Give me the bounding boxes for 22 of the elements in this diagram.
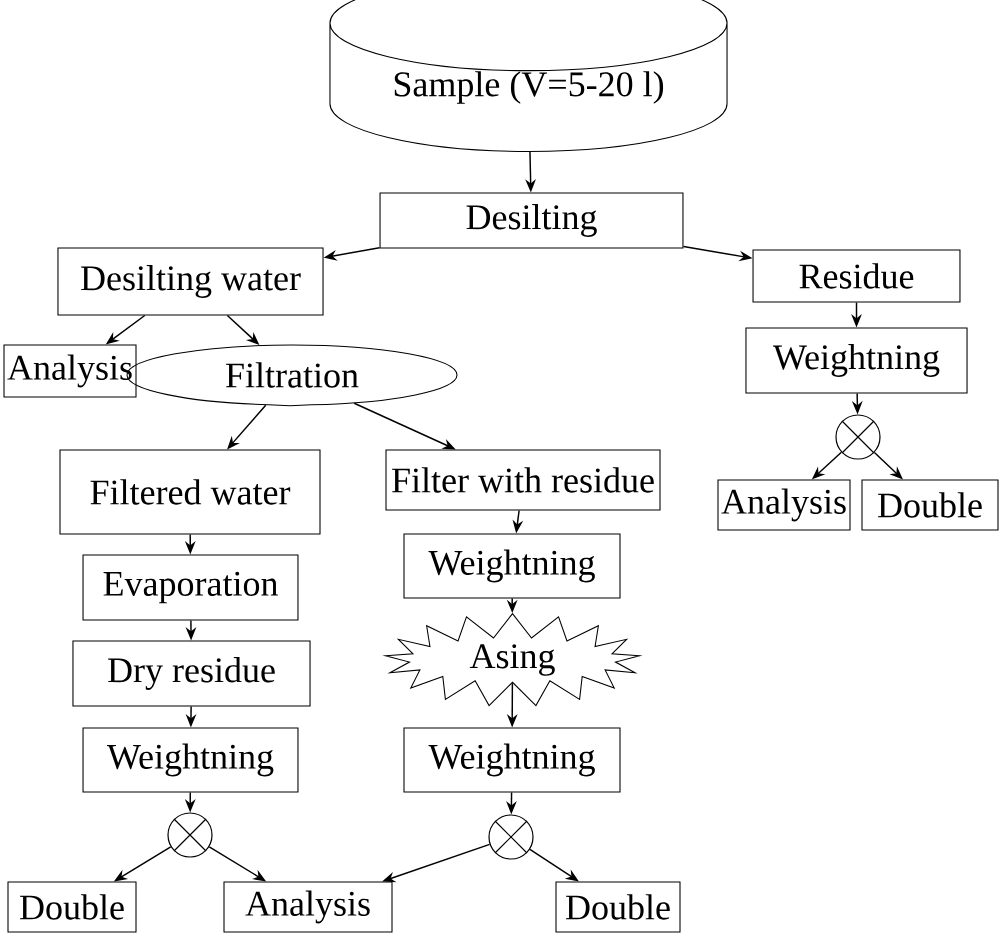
process-box: Double (555, 881, 681, 933)
circle-symbol (167, 812, 213, 858)
storage-cylinder: Sample (V=5-20 l) (329, 0, 728, 152)
process-box: Evaporation (82, 554, 299, 621)
process-box: Filtered water (59, 449, 321, 535)
process-box: Desilting water (57, 247, 324, 316)
circle-symbol (835, 414, 881, 460)
process-box: Residue (752, 249, 961, 303)
process-box: Desilting (379, 192, 684, 249)
process-box: Double (861, 479, 999, 531)
process-box: Weightning (403, 727, 621, 793)
process-box: Weightning (403, 533, 621, 599)
process-box: Analysis (3, 344, 137, 398)
process-box: Weightning (745, 327, 968, 394)
process-box: Analysis (223, 881, 393, 933)
process-box: Weightning (82, 727, 299, 793)
arrow (529, 848, 579, 882)
process-box: Filter with residue (385, 449, 661, 511)
circle-symbol (488, 814, 534, 860)
process-box: Analysis (717, 479, 851, 531)
process-box: Double (7, 881, 137, 933)
process-box: Dry residue (72, 640, 311, 707)
